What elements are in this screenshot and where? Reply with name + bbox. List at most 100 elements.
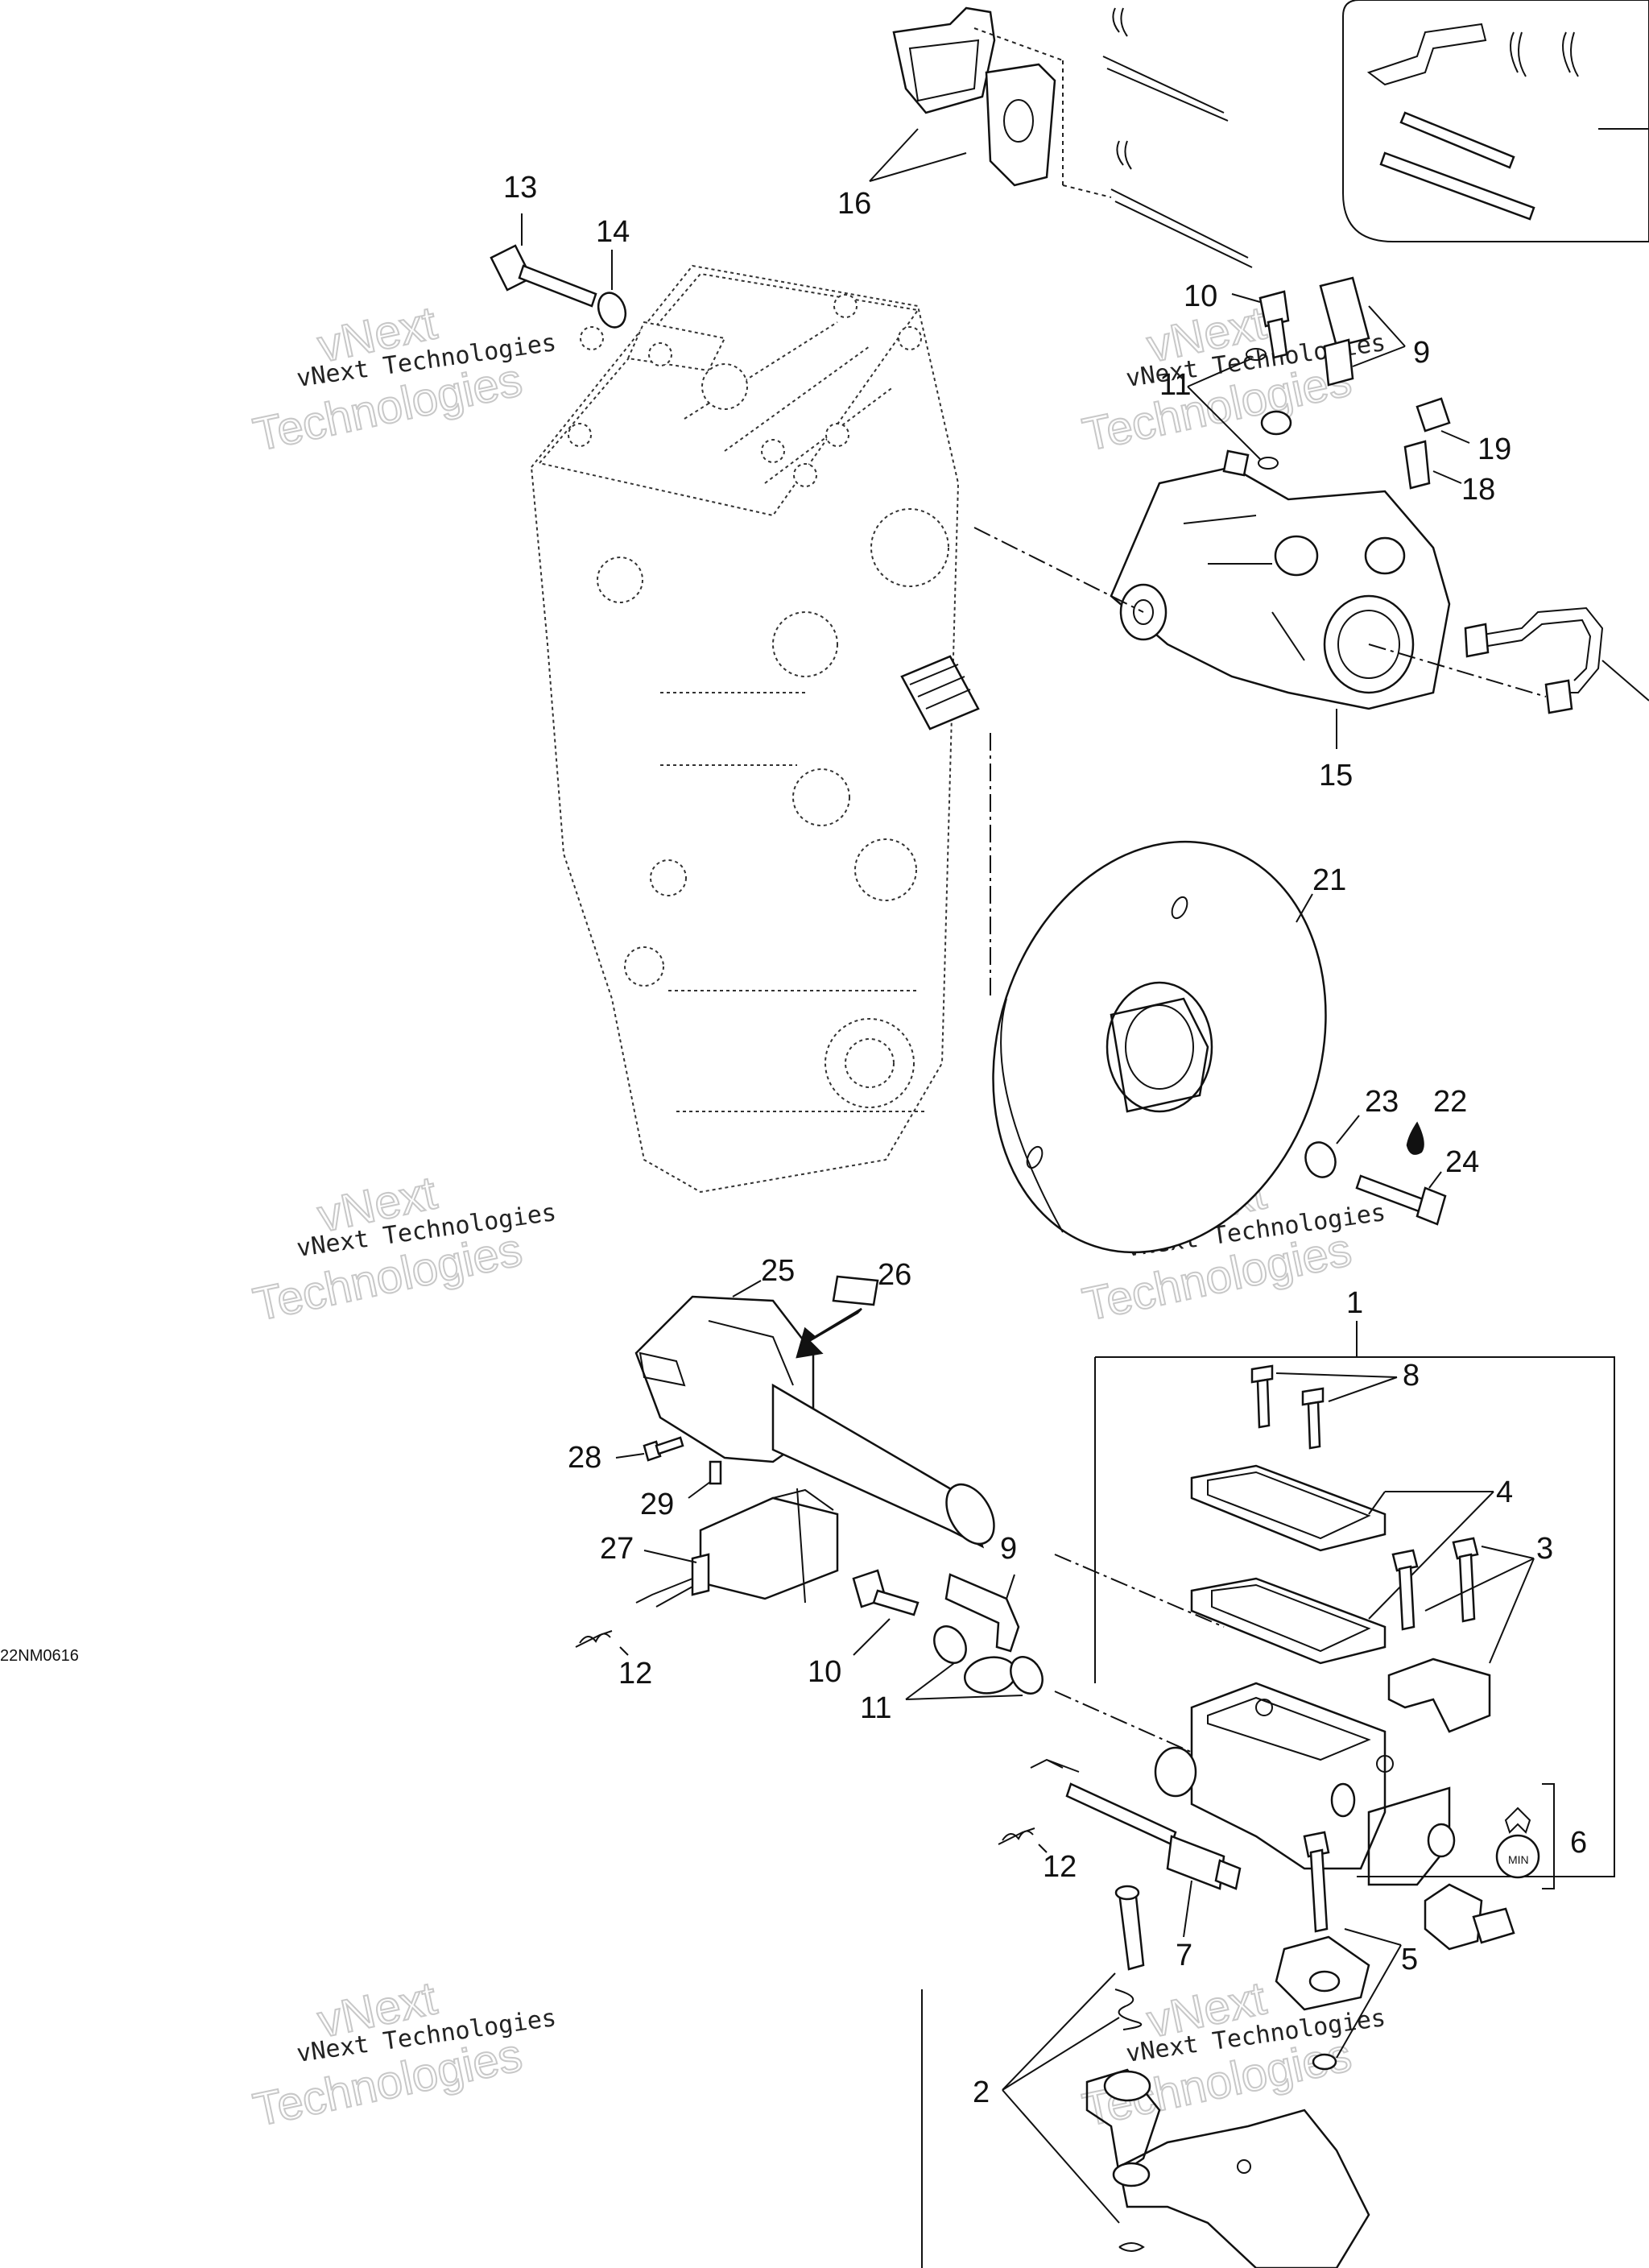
pin-kit-inset: [1342, 0, 1649, 242]
return-spring-icon: [1114, 1989, 1143, 2030]
bolt-shank-icon: [518, 264, 597, 308]
gearbox-bolt: [898, 326, 922, 350]
lever-clip-hole: [1112, 2162, 1151, 2187]
leader-4: [1368, 1491, 1386, 1515]
threadlocker-drop-icon: [1406, 1121, 1424, 1155]
gearbox-port: [772, 611, 838, 677]
leader-2: [1002, 2017, 1120, 2091]
caliper-boss: [1274, 535, 1319, 577]
disc-edge: [1000, 998, 1064, 1233]
sight-glass-min-label: MIN: [1508, 1853, 1529, 1866]
leader-16: [869, 128, 919, 182]
caliper-axis-line: [1368, 644, 1547, 697]
sealing-washer-icon: [1246, 348, 1267, 361]
brake-hose-end-icon: [1319, 276, 1370, 348]
disc-hub-spline: [1125, 1004, 1194, 1090]
switch-ribs: [772, 1488, 834, 1604]
callout-25: 25: [761, 1254, 795, 1288]
cylinder-screw-hole: [1255, 1699, 1273, 1716]
banjo-bolt-shank-icon: [1267, 317, 1288, 359]
leader-11-top: [1187, 386, 1261, 460]
brake-lever-set: 2: [921, 1885, 1370, 2268]
leader-24: [1428, 1171, 1442, 1189]
brake-line-nut-icon: [1464, 623, 1490, 658]
piston-body-icon: [1166, 1835, 1225, 1890]
piston-seal-icon: [1214, 1859, 1242, 1890]
gearbox-bolt: [793, 463, 817, 487]
callout-23: 23: [1365, 1085, 1399, 1119]
caliper-piston-face: [1337, 610, 1400, 679]
leader-27: [643, 1550, 697, 1563]
leader-3: [1481, 1546, 1535, 1559]
gearbox-boss: [624, 946, 664, 987]
hairpin-clip-icon: [998, 1827, 1035, 1845]
leader-12-left: [619, 1646, 629, 1656]
callout-28: 28: [568, 1441, 601, 1475]
leader-11-top: [1187, 358, 1253, 387]
callout-4: 4: [1496, 1475, 1513, 1509]
callout-22: 22: [1433, 1085, 1467, 1119]
callout-18: 18: [1461, 473, 1495, 507]
brake-line-continuation: [1601, 660, 1649, 702]
gearbox-housing: [530, 264, 980, 1194]
sight-glass-clip-icon: [1504, 1807, 1531, 1834]
caliper-mount-hole: [1133, 599, 1154, 625]
cover-inner-edge: [1207, 1471, 1371, 1540]
callout-5: 5: [1401, 1943, 1418, 1976]
disc-bolt-set: 23 22 24: [1304, 1085, 1479, 1226]
lever-pin-head: [1114, 1885, 1140, 1901]
sealing-washer-icon: [933, 1625, 967, 1664]
gearbox-bolt: [568, 423, 592, 447]
clamp-screw-shank-icon: [1458, 1553, 1476, 1623]
sight-window: [1330, 1782, 1356, 1818]
master-cylinder-assembly: 1 8 4 3: [1094, 1286, 1615, 2071]
input-shaft-spline-icon: [900, 655, 980, 730]
gearbox-port: [792, 768, 850, 826]
master-cylinder-body-icon: [1190, 1682, 1387, 1870]
reservoir-diaphragm-icon: [1190, 1577, 1387, 1665]
leader-25: [732, 1280, 762, 1297]
spline-teeth: [909, 664, 971, 710]
leader-12-right: [1038, 1844, 1048, 1853]
piston-wire-icon: [1030, 1758, 1080, 1773]
callout-24: 24: [1445, 1145, 1479, 1179]
tube-end: [945, 1483, 995, 1546]
lever-hole: [1237, 2159, 1251, 2174]
reservoir-opening: [1207, 1696, 1371, 1761]
brake-light-switch: 27 12: [575, 1488, 839, 1691]
leader-3: [1489, 1558, 1535, 1664]
callout-27: 27: [600, 1532, 634, 1566]
callout-11-bottom: 11: [860, 1691, 891, 1725]
sight-glass-oring-icon: [1427, 1823, 1456, 1858]
leader-19: [1440, 430, 1470, 444]
switch-plunger: [691, 1553, 710, 1596]
washer-icon: [597, 292, 627, 329]
leader-10-top: [1231, 293, 1261, 303]
cover-screw-head-icon: [1301, 1387, 1325, 1406]
rubber-stop-icon: [1424, 1883, 1483, 1951]
gearbox-plug: [701, 363, 748, 410]
leader-7: [1183, 1880, 1192, 1938]
disc-hole: [1026, 1145, 1044, 1169]
hose-axis-line: [1054, 1691, 1201, 1757]
gearbox-rib-lines: [660, 692, 926, 1112]
callout-3: 3: [1536, 1532, 1553, 1566]
housing-edge: [708, 1320, 794, 1386]
housing-tab: [639, 1351, 686, 1387]
brake-lever-icon: [1118, 2109, 1370, 2268]
bleeder-screw-and-cap: 19 18: [1403, 397, 1511, 507]
leader-11-bottom: [905, 1662, 955, 1700]
switch-wires-icon: [635, 1578, 693, 1608]
hairpin-clip-icon: [1562, 31, 1579, 77]
callout-21: 21: [1312, 863, 1346, 897]
banjo-bolt-shank-icon: [872, 1589, 920, 1616]
callout-19: 19: [1477, 432, 1511, 466]
caliper-boss: [1222, 449, 1250, 477]
callout-9-top: 9: [1413, 336, 1430, 370]
sealing-washer-icon: [1258, 457, 1279, 470]
switch-housing: 25 26: [634, 1254, 995, 1549]
leader-10-bottom: [853, 1618, 891, 1656]
leader-5: [1336, 1944, 1402, 2059]
callout-7: 7: [1176, 1939, 1192, 1972]
